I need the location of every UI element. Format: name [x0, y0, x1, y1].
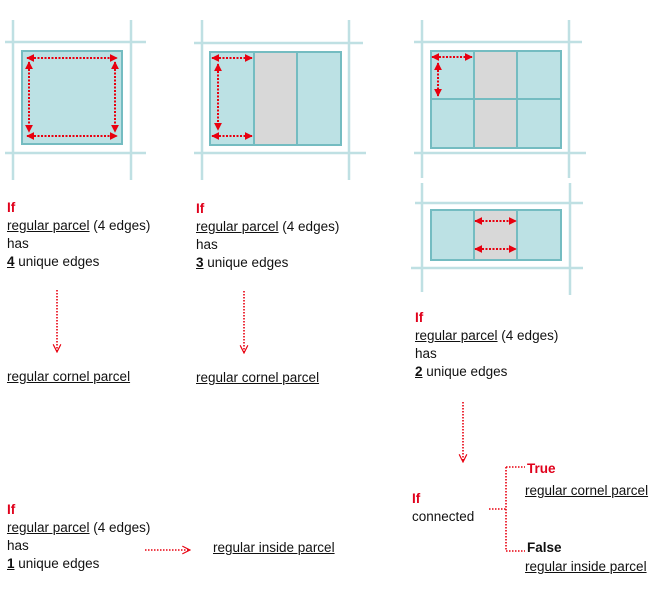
false-result: regular inside parcel	[525, 559, 647, 574]
if-label: If	[412, 491, 421, 506]
subject: regular parcel	[196, 219, 279, 234]
edge-arrows	[25, 53, 517, 253]
edge-count: 3	[196, 255, 204, 270]
if-label: If	[7, 502, 16, 517]
if-label: If	[196, 201, 205, 216]
subject: regular parcel	[7, 218, 90, 233]
edge-suffix: unique edges	[422, 364, 508, 379]
has-label: has	[7, 236, 29, 251]
edge-count: 1	[7, 556, 15, 571]
edge-suffix: unique edges	[14, 254, 100, 269]
has-label: has	[415, 346, 437, 361]
false-label: False	[527, 540, 562, 555]
edge-suffix: unique edges	[203, 255, 289, 270]
condition-label: connected	[412, 509, 475, 524]
branch-bracket	[489, 466, 525, 552]
result-1: regular cornel parcel	[7, 369, 131, 384]
block-2: If regular parcel (4 edges) has 3 unique…	[196, 200, 339, 272]
true-label: True	[527, 461, 556, 476]
subject-suffix: (4 edges)	[89, 520, 151, 535]
result-4: regular inside parcel	[213, 540, 335, 555]
has-label: has	[196, 237, 218, 252]
block-4: If regular parcel (4 edges) has 1 unique…	[7, 501, 150, 573]
edge-count: 2	[415, 364, 423, 379]
edge-suffix: unique edges	[14, 556, 100, 571]
flow-arrows	[57, 290, 525, 551]
subject-suffix: (4 edges)	[278, 219, 340, 234]
block-1: If regular parcel (4 edges) has 4 unique…	[7, 199, 150, 271]
subject-suffix: (4 edges)	[497, 328, 559, 343]
result-2: regular cornel parcel	[196, 370, 320, 385]
if-label: If	[415, 310, 424, 325]
block-3: If regular parcel (4 edges) has 2 unique…	[415, 309, 558, 381]
subject: regular parcel	[7, 520, 90, 535]
grid-lines	[5, 20, 586, 295]
has-label: has	[7, 538, 29, 553]
if-label: If	[7, 200, 16, 215]
edge-count: 4	[7, 254, 15, 269]
subject: regular parcel	[415, 328, 498, 343]
parcel-4-edges	[21, 50, 123, 145]
branch-condition: If connected	[412, 490, 474, 526]
parcels	[21, 50, 562, 261]
subject-suffix: (4 edges)	[89, 218, 151, 233]
true-result: regular cornel parcel	[525, 483, 649, 498]
